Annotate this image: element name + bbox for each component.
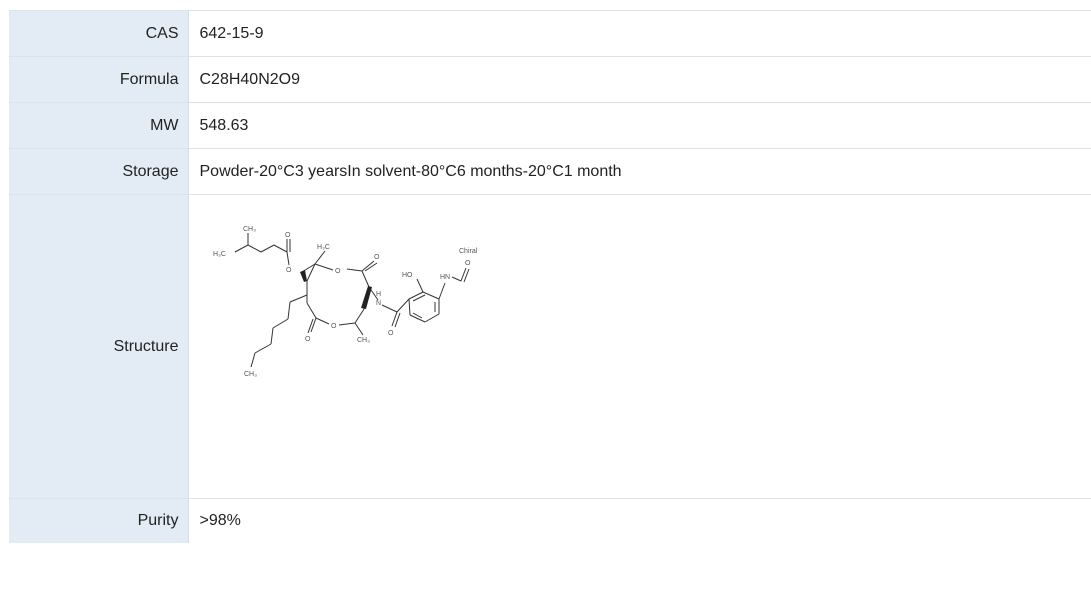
atom-h3c-top: H₃C — [213, 251, 226, 258]
row-purity: Purity >98% — [9, 498, 1091, 543]
formula-value: C28H40N2O9 — [188, 56, 1091, 103]
atom-o-ring-upper: O — [335, 268, 341, 275]
formula-label: Formula — [9, 56, 189, 103]
row-structure: Structure — [9, 194, 1091, 499]
chemical-structure-image: H₃C CH₃ O O H₃C O O O O CH₃ H N O HO HN … — [189, 195, 509, 498]
cas-label: CAS — [9, 10, 189, 57]
storage-value: Powder-20°C3 yearsIn solvent-80°C6 month… — [188, 148, 1091, 195]
structure-label: Structure — [9, 194, 189, 499]
chiral-label: Chiral — [459, 248, 478, 255]
atom-h-amide: H — [376, 291, 381, 298]
atom-o-formyl: O — [465, 260, 471, 267]
product-spec-table: CAS 642-15-9 Formula C28H40N2O9 MW 548.6… — [9, 10, 1091, 543]
atom-o-upper-carbonyl: O — [374, 254, 380, 261]
atom-n-amide: N — [376, 300, 381, 307]
atom-ho: HO — [402, 272, 413, 279]
atom-ch3-bottom: CH₃ — [244, 371, 257, 378]
mw-label: MW — [9, 102, 189, 149]
row-mw: MW 548.63 — [9, 102, 1091, 149]
structure-diagram: H₃C CH₃ O O H₃C O O O O CH₃ H N O HO HN … — [213, 226, 478, 378]
purity-label: Purity — [9, 498, 189, 543]
row-storage: Storage Powder-20°C3 yearsIn solvent-80°… — [9, 148, 1091, 195]
atom-hn: HN — [440, 274, 450, 281]
atom-o-lower-carbonyl: O — [305, 336, 311, 343]
mw-value: 548.63 — [188, 102, 1091, 149]
atom-o-ester-link: O — [286, 267, 292, 274]
row-cas: CAS 642-15-9 — [9, 10, 1091, 57]
structure-cell: H₃C CH₃ O O H₃C O O O O CH₃ H N O HO HN … — [188, 194, 1091, 499]
atom-o-amide: O — [388, 330, 394, 337]
cas-value: 642-15-9 — [188, 10, 1091, 57]
atom-ch3-ring: CH₃ — [357, 337, 370, 344]
row-formula: Formula C28H40N2O9 — [9, 56, 1091, 103]
purity-value: >98% — [188, 498, 1091, 543]
atom-o-ring-lower: O — [331, 323, 337, 330]
atom-o-ester-carbonyl: O — [285, 232, 291, 239]
storage-label: Storage — [9, 148, 189, 195]
atom-ch3-top: CH₃ — [243, 226, 256, 233]
atom-h3c-mid: H₃C — [317, 244, 330, 251]
